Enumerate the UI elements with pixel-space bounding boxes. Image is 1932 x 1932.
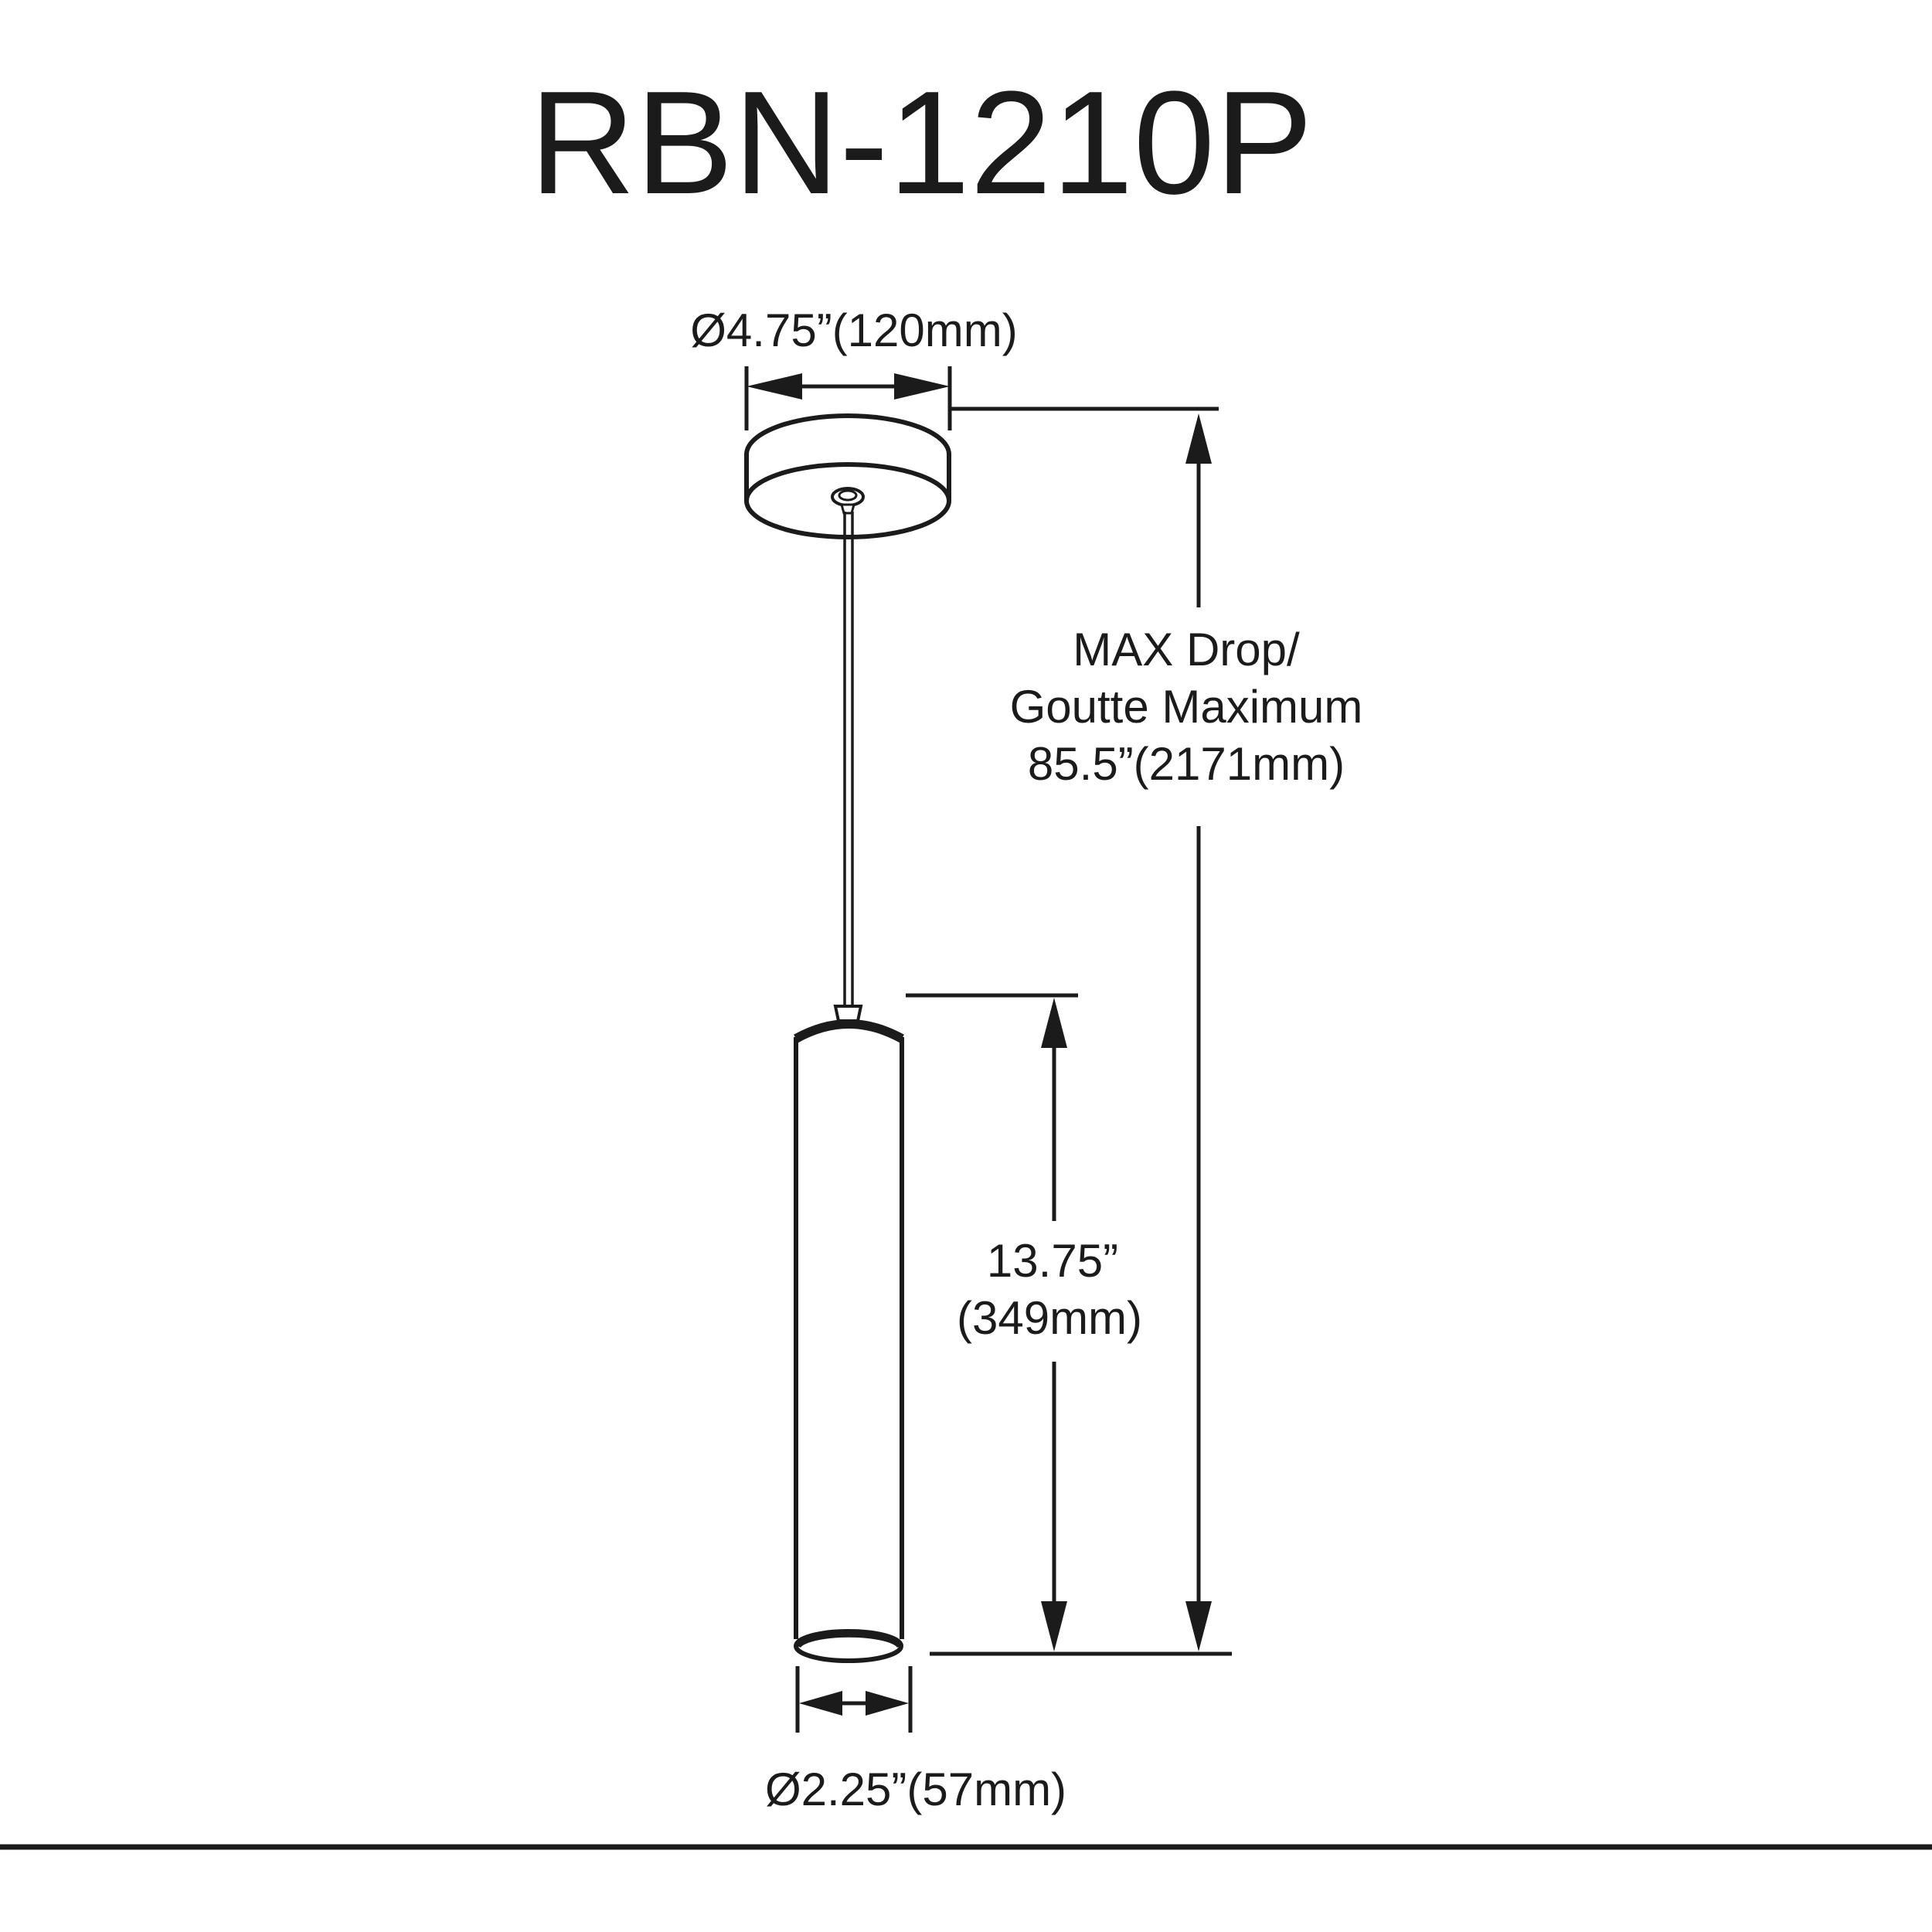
suspension-cord bbox=[843, 512, 854, 1006]
cylinder-height-mm-label: (349mm) bbox=[957, 1292, 1142, 1344]
canopy-diameter-dimension: Ø4.75”(120mm) bbox=[690, 304, 1219, 430]
cord-connector bbox=[833, 1005, 863, 1022]
arrow-right-icon bbox=[866, 1691, 909, 1716]
cylinder-top-cap bbox=[794, 1019, 904, 1043]
cylinder-bottom-rim bbox=[794, 1630, 904, 1648]
max-drop-label-line1: MAX Drop/ bbox=[1073, 624, 1300, 675]
arrow-left-icon bbox=[747, 373, 802, 400]
arrow-down-icon bbox=[1041, 1601, 1067, 1651]
cylinder-diameter-dimension: Ø2.25”(57mm) bbox=[765, 1666, 1066, 1815]
arrow-up-icon bbox=[1041, 998, 1067, 1048]
page-title: RBN-1210P bbox=[529, 61, 1313, 225]
max-drop-dimension: MAX Drop/ Goutte Maximum 85.5”(2171mm) bbox=[1010, 413, 1363, 1651]
arrow-left-icon bbox=[799, 1691, 842, 1716]
arrow-right-icon bbox=[894, 373, 950, 400]
cord-grommet-inner bbox=[838, 489, 858, 502]
arrow-down-icon bbox=[1185, 1601, 1212, 1651]
canopy-diameter-label: Ø4.75”(120mm) bbox=[690, 304, 1017, 356]
pendant-cylinder-drawing bbox=[794, 1005, 904, 1663]
cylinder-height-dimension: 13.75” (349mm) bbox=[906, 993, 1232, 1656]
max-drop-label-line3: 85.5”(2171mm) bbox=[1028, 738, 1345, 790]
max-drop-label-line2: Goutte Maximum bbox=[1010, 681, 1363, 733]
canopy-drawing bbox=[744, 413, 951, 539]
cylinder-height-inches-label: 13.75” bbox=[987, 1235, 1118, 1287]
canopy-top-rim bbox=[744, 413, 951, 455]
arrow-up-icon bbox=[1185, 413, 1212, 464]
cylinder-diameter-label: Ø2.25”(57mm) bbox=[765, 1764, 1066, 1815]
